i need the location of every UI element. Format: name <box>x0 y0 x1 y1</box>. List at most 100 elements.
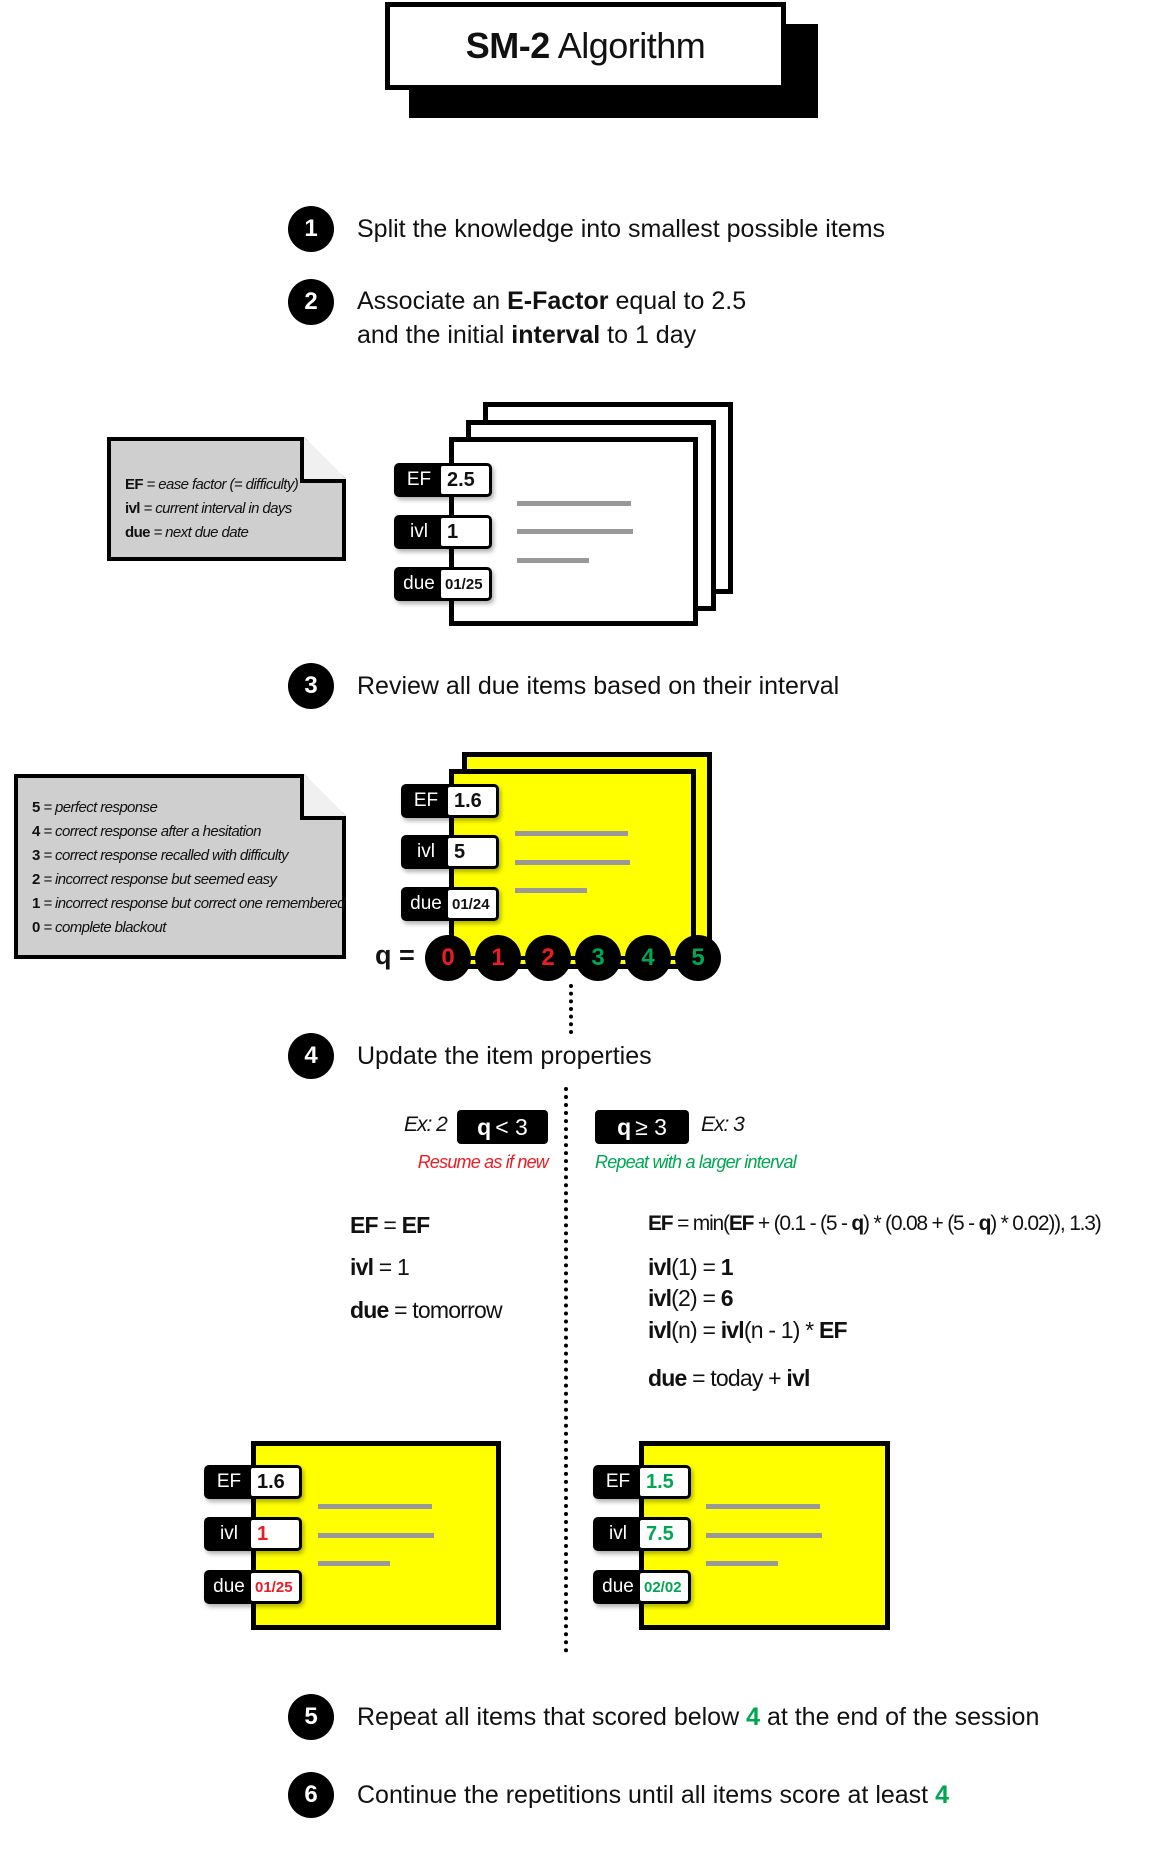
legend-item-ef: EF = ease factor (= difficulty) <box>125 476 299 493</box>
quality-item: 2 = incorrect response but seemed easy <box>32 871 277 888</box>
text-segment: E-Factor <box>507 287 609 315</box>
quality-option-0: 0 <box>425 935 471 981</box>
card-text-line <box>318 1504 432 1509</box>
pass-formula-due: due = today + ivl <box>648 1365 810 1392</box>
card-text-line <box>706 1561 778 1566</box>
fail-formula-due: due = tomorrow <box>350 1297 503 1324</box>
text-segment: ivl <box>786 1365 810 1391</box>
card-text-line <box>515 888 587 893</box>
text-segment: Split the knowledge into smallest possib… <box>357 215 886 243</box>
card-text-line <box>318 1533 434 1538</box>
quality-option-3: 3 <box>575 935 621 981</box>
quality-item: 3 = correct response recalled with diffi… <box>32 847 289 864</box>
text-segment: due <box>648 1365 687 1391</box>
text-segment: at the end of the session <box>760 1703 1040 1731</box>
text-segment: ivl <box>350 1254 374 1280</box>
pass-formula-ivl1: ivl(1) = 1 <box>648 1254 734 1281</box>
text-line: and the initial interval to 1 day <box>357 318 746 352</box>
card-text-line <box>517 558 589 563</box>
legend-item-ivl: ivl = current interval in days <box>125 500 292 517</box>
text-segment: (1) = <box>671 1254 721 1280</box>
page-title: SM-2 Algorithm <box>385 2 786 90</box>
pass-formula-ivl2: ivl(2) = 6 <box>648 1285 734 1312</box>
text-segment: due <box>350 1297 389 1323</box>
quality-option-2: 2 <box>525 935 571 981</box>
step-1-badge: 1 <box>288 206 334 252</box>
text-segment: = today + <box>686 1365 787 1391</box>
text-segment: ivl <box>720 1317 745 1343</box>
quality-option-5: 5 <box>675 935 721 981</box>
text-line: Split the knowledge into smallest possib… <box>357 212 885 246</box>
text-segment: = 1 <box>373 1254 410 1280</box>
dotted-connector <box>569 984 573 1034</box>
title-rest: Algorithm <box>557 25 706 66</box>
note-fold <box>300 437 346 483</box>
text-segment: and the initial <box>357 321 512 349</box>
text-segment: EF <box>648 1212 674 1235</box>
pass-subtitle: Repeat with a larger interval <box>595 1152 797 1172</box>
text-segment: Continue the repetitions until all items… <box>357 1781 936 1809</box>
text-line: Update the item properties <box>357 1039 652 1073</box>
branch-divider <box>564 1087 568 1653</box>
card-text-line <box>515 860 630 865</box>
step-4-badge: 4 <box>288 1033 334 1079</box>
q-label: q = <box>375 940 415 970</box>
title-bold: SM-2 <box>465 25 551 66</box>
step-4-text: Update the item properties <box>357 1039 652 1073</box>
pass-formula-ivln: ivl(n) = ivl(n - 1) * EF <box>648 1317 848 1344</box>
fail-example: Ex: 2 <box>404 1113 448 1136</box>
step-6-badge: 6 <box>288 1772 334 1818</box>
fail-formula-ef: EF = EF <box>350 1212 431 1239</box>
text-segment: to 1 day <box>600 321 697 349</box>
fail-condition: q< 3 <box>457 1110 548 1144</box>
step-1-text: Split the knowledge into smallest possib… <box>357 212 885 246</box>
text-line: Associate an E-Factor equal to 2.5 <box>357 284 746 318</box>
text-segment: (2) = <box>671 1285 721 1311</box>
text-segment: EF <box>728 1212 755 1235</box>
text-segment: + (0.1 - (5 - <box>753 1212 852 1235</box>
step-5-text: Repeat all items that scored below 4 at … <box>357 1700 1039 1734</box>
text-line: Repeat all items that scored below 4 at … <box>357 1700 1039 1734</box>
step-3-text: Review all due items based on their inte… <box>357 669 839 703</box>
text-segment: ) * (0.08 + (5 - <box>863 1212 979 1235</box>
text-segment: ivl <box>648 1254 672 1280</box>
pass-example: Ex: 3 <box>701 1113 745 1136</box>
text-segment: EF <box>401 1212 431 1238</box>
fail-subtitle: Resume as if new <box>417 1152 549 1172</box>
text-segment: (n - 1) * <box>743 1317 819 1343</box>
card-text-line <box>515 831 628 836</box>
card-text-line <box>706 1533 822 1538</box>
text-segment: = min( <box>672 1212 730 1235</box>
text-segment: equal to 2.5 <box>608 287 747 315</box>
text-segment: interval <box>511 321 601 349</box>
pass-formula-ef: EF = min(EF + (0.1 - (5 - q) * (0.08 + (… <box>648 1212 1102 1236</box>
legend-item-due: due = next due date <box>125 524 249 541</box>
quality-option-4: 4 <box>625 935 671 981</box>
text-line: Continue the repetitions until all items… <box>357 1778 949 1812</box>
text-segment: = tomorrow <box>388 1297 502 1323</box>
quality-item: 0 = complete blackout <box>32 919 166 936</box>
text-segment: ivl <box>648 1285 672 1311</box>
step-3-badge: 3 <box>288 663 334 709</box>
quality-item: 1 = incorrect response but correct one r… <box>32 895 345 912</box>
quality-lines: 5 = perfect response 4 = correct respons… <box>32 796 345 940</box>
text-segment: = <box>377 1212 402 1238</box>
text-segment: 1 <box>720 1254 734 1280</box>
text-segment: 4 <box>935 1781 949 1809</box>
card-text-line <box>318 1561 390 1566</box>
card-text-line <box>517 501 631 506</box>
text-segment: EF <box>818 1317 848 1343</box>
quality-item: 4 = correct response after a hesitation <box>32 823 261 840</box>
step-2-badge: 2 <box>288 279 334 325</box>
